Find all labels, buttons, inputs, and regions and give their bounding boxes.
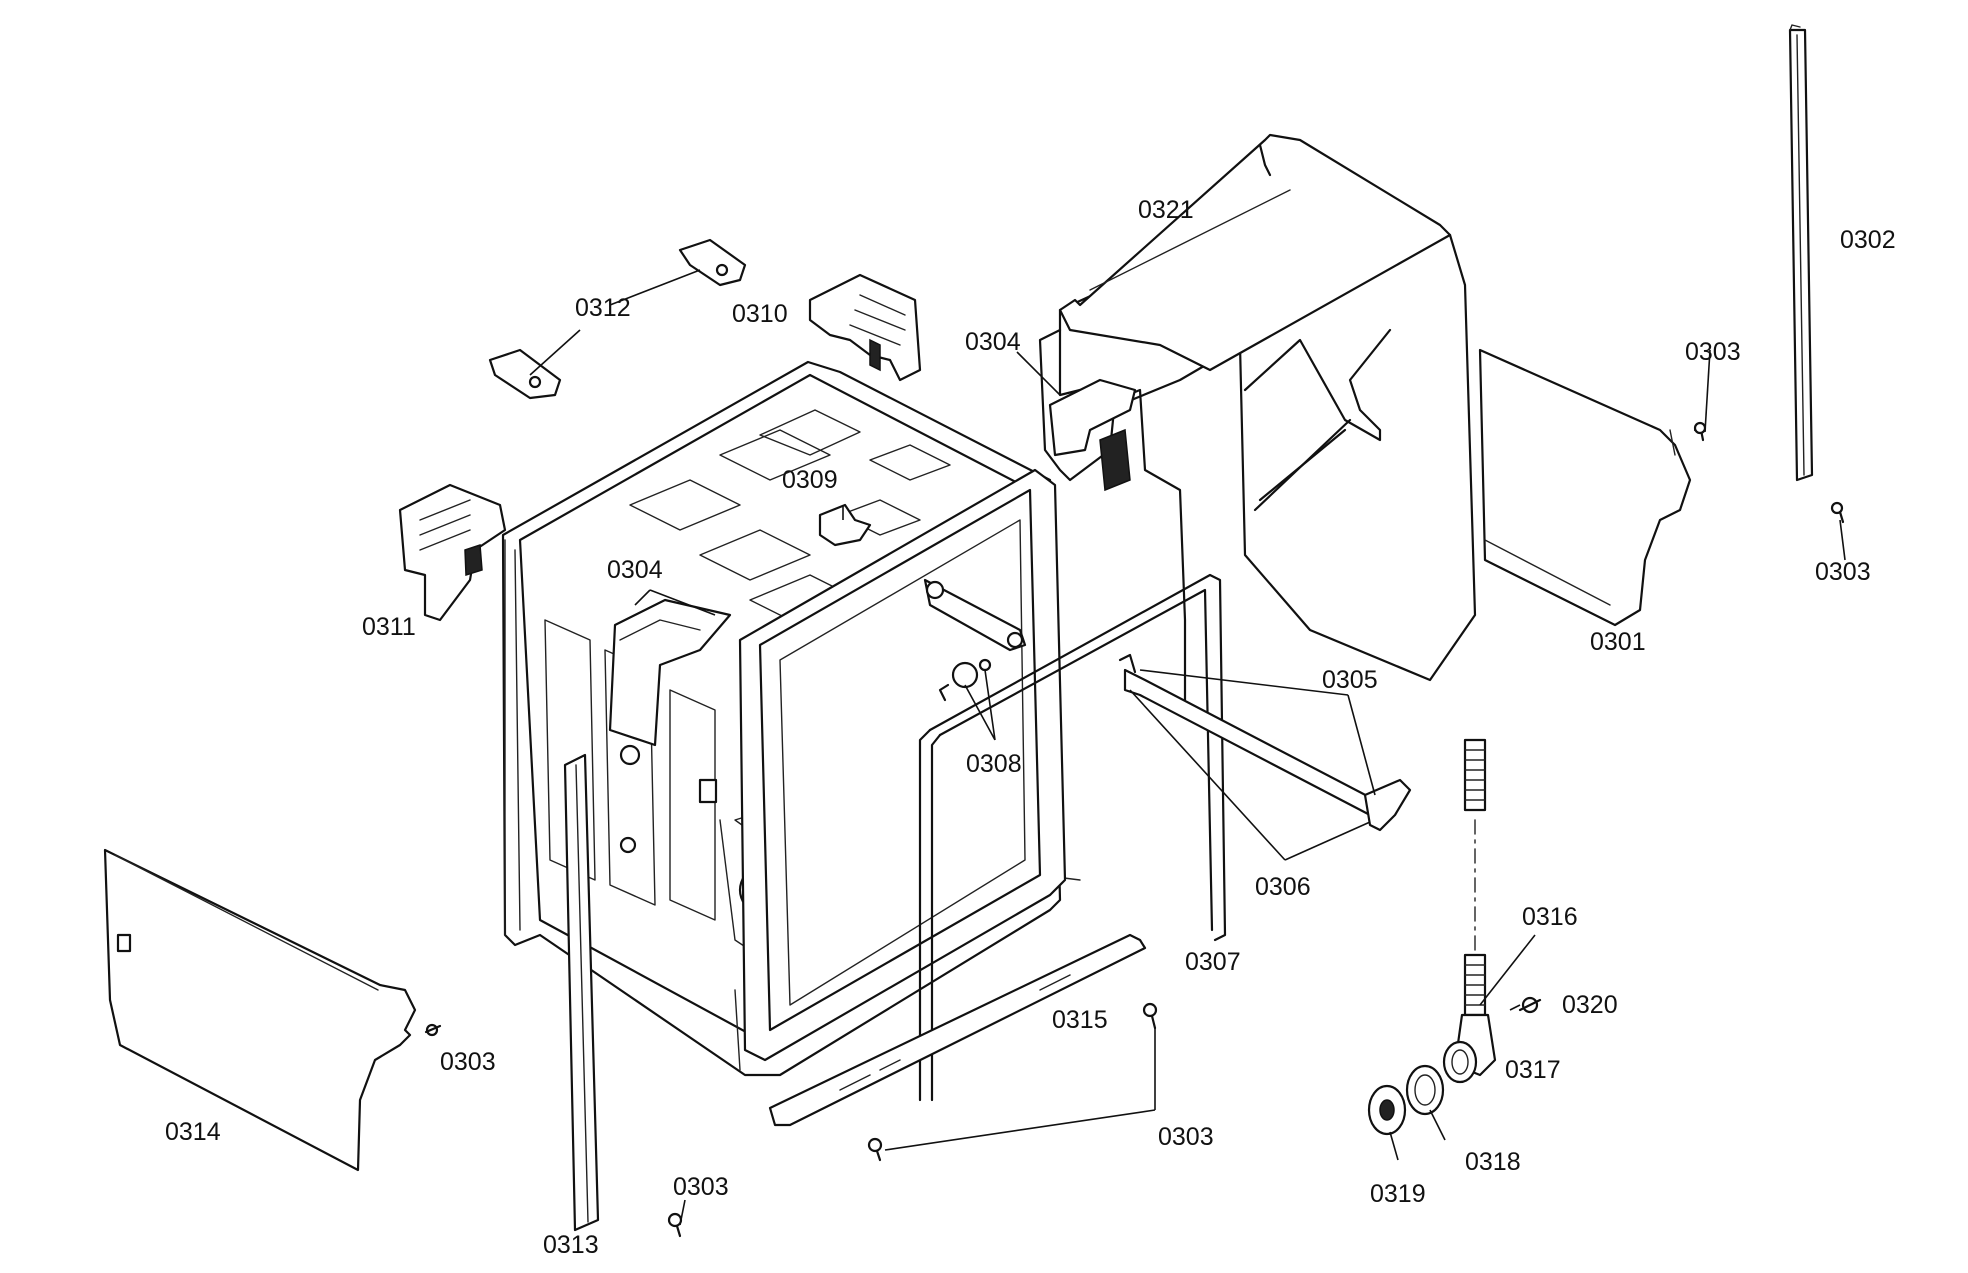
label-0314: 0314 <box>165 1118 221 1146</box>
label-0319: 0319 <box>1370 1180 1426 1208</box>
screw-0303-right-b <box>1830 501 1845 524</box>
label-0313: 0313 <box>543 1231 599 1259</box>
part-0304-bracket-mid <box>608 598 732 747</box>
part-0319-cap <box>1367 1084 1407 1136</box>
label-0318: 0318 <box>1465 1148 1521 1176</box>
part-0321-housing <box>1038 133 1477 702</box>
part-0315-plate <box>768 933 1147 1127</box>
screw-0303-b <box>1142 1002 1158 1030</box>
label-0303-right: 0303 <box>1815 558 1871 586</box>
label-0310: 0310 <box>732 300 788 328</box>
screw-0320 <box>1518 996 1542 1014</box>
label-0303-top: 0303 <box>1685 338 1741 366</box>
part-0307-gasket <box>918 573 1227 1102</box>
part-0304-bracket-top <box>1048 378 1137 492</box>
label-0308: 0308 <box>966 750 1022 778</box>
part-labels: 0321 0302 0303 0303 0301 0312 0310 0304 … <box>165 196 1896 1259</box>
label-0306: 0306 <box>1255 873 1311 901</box>
label-0311: 0311 <box>362 613 416 641</box>
label-0320: 0320 <box>1562 991 1618 1019</box>
label-0303-lowleft: 0303 <box>673 1173 729 1201</box>
label-0301: 0301 <box>1590 628 1646 656</box>
part-0316-hose <box>1463 738 1487 1017</box>
screw-0303-a <box>424 1023 442 1037</box>
part-0318-ring <box>1405 1064 1445 1116</box>
part-0301-side-panel <box>1478 348 1692 627</box>
part-0308-hinge-parts <box>923 578 1027 702</box>
label-0321: 0321 <box>1138 196 1194 224</box>
label-0303-bottom: 0303 <box>1158 1123 1214 1151</box>
part-0305-rail <box>1118 653 1412 832</box>
label-0302: 0302 <box>1840 226 1896 254</box>
label-0309: 0309 <box>782 466 838 494</box>
part-0302-vertical-trim <box>1788 24 1814 482</box>
part-0309-bracket <box>818 503 872 547</box>
screw-0303-d <box>667 1212 683 1238</box>
part-0311-latch <box>398 483 507 622</box>
label-0317: 0317 <box>1505 1056 1561 1084</box>
label-0316: 0316 <box>1522 903 1578 931</box>
label-0315: 0315 <box>1052 1006 1108 1034</box>
part-0312-clip-b <box>488 348 562 400</box>
part-0317-elbow <box>1442 1013 1497 1084</box>
label-0307: 0307 <box>1185 948 1241 976</box>
label-0304-mid: 0304 <box>607 556 663 584</box>
label-0305: 0305 <box>1322 666 1378 694</box>
part-0314-panel <box>103 848 417 1172</box>
label-0303-left: 0303 <box>440 1048 496 1076</box>
screw-0303-right-a <box>1693 421 1707 442</box>
part-0312-clip-a <box>678 238 747 287</box>
label-0312: 0312 <box>575 294 631 322</box>
part-0313-trim <box>563 753 600 1232</box>
leader-lines <box>529 269 1846 1226</box>
part-0310-latch <box>808 273 922 382</box>
screw-0303-c <box>867 1137 883 1162</box>
label-0304-top: 0304 <box>965 328 1021 356</box>
